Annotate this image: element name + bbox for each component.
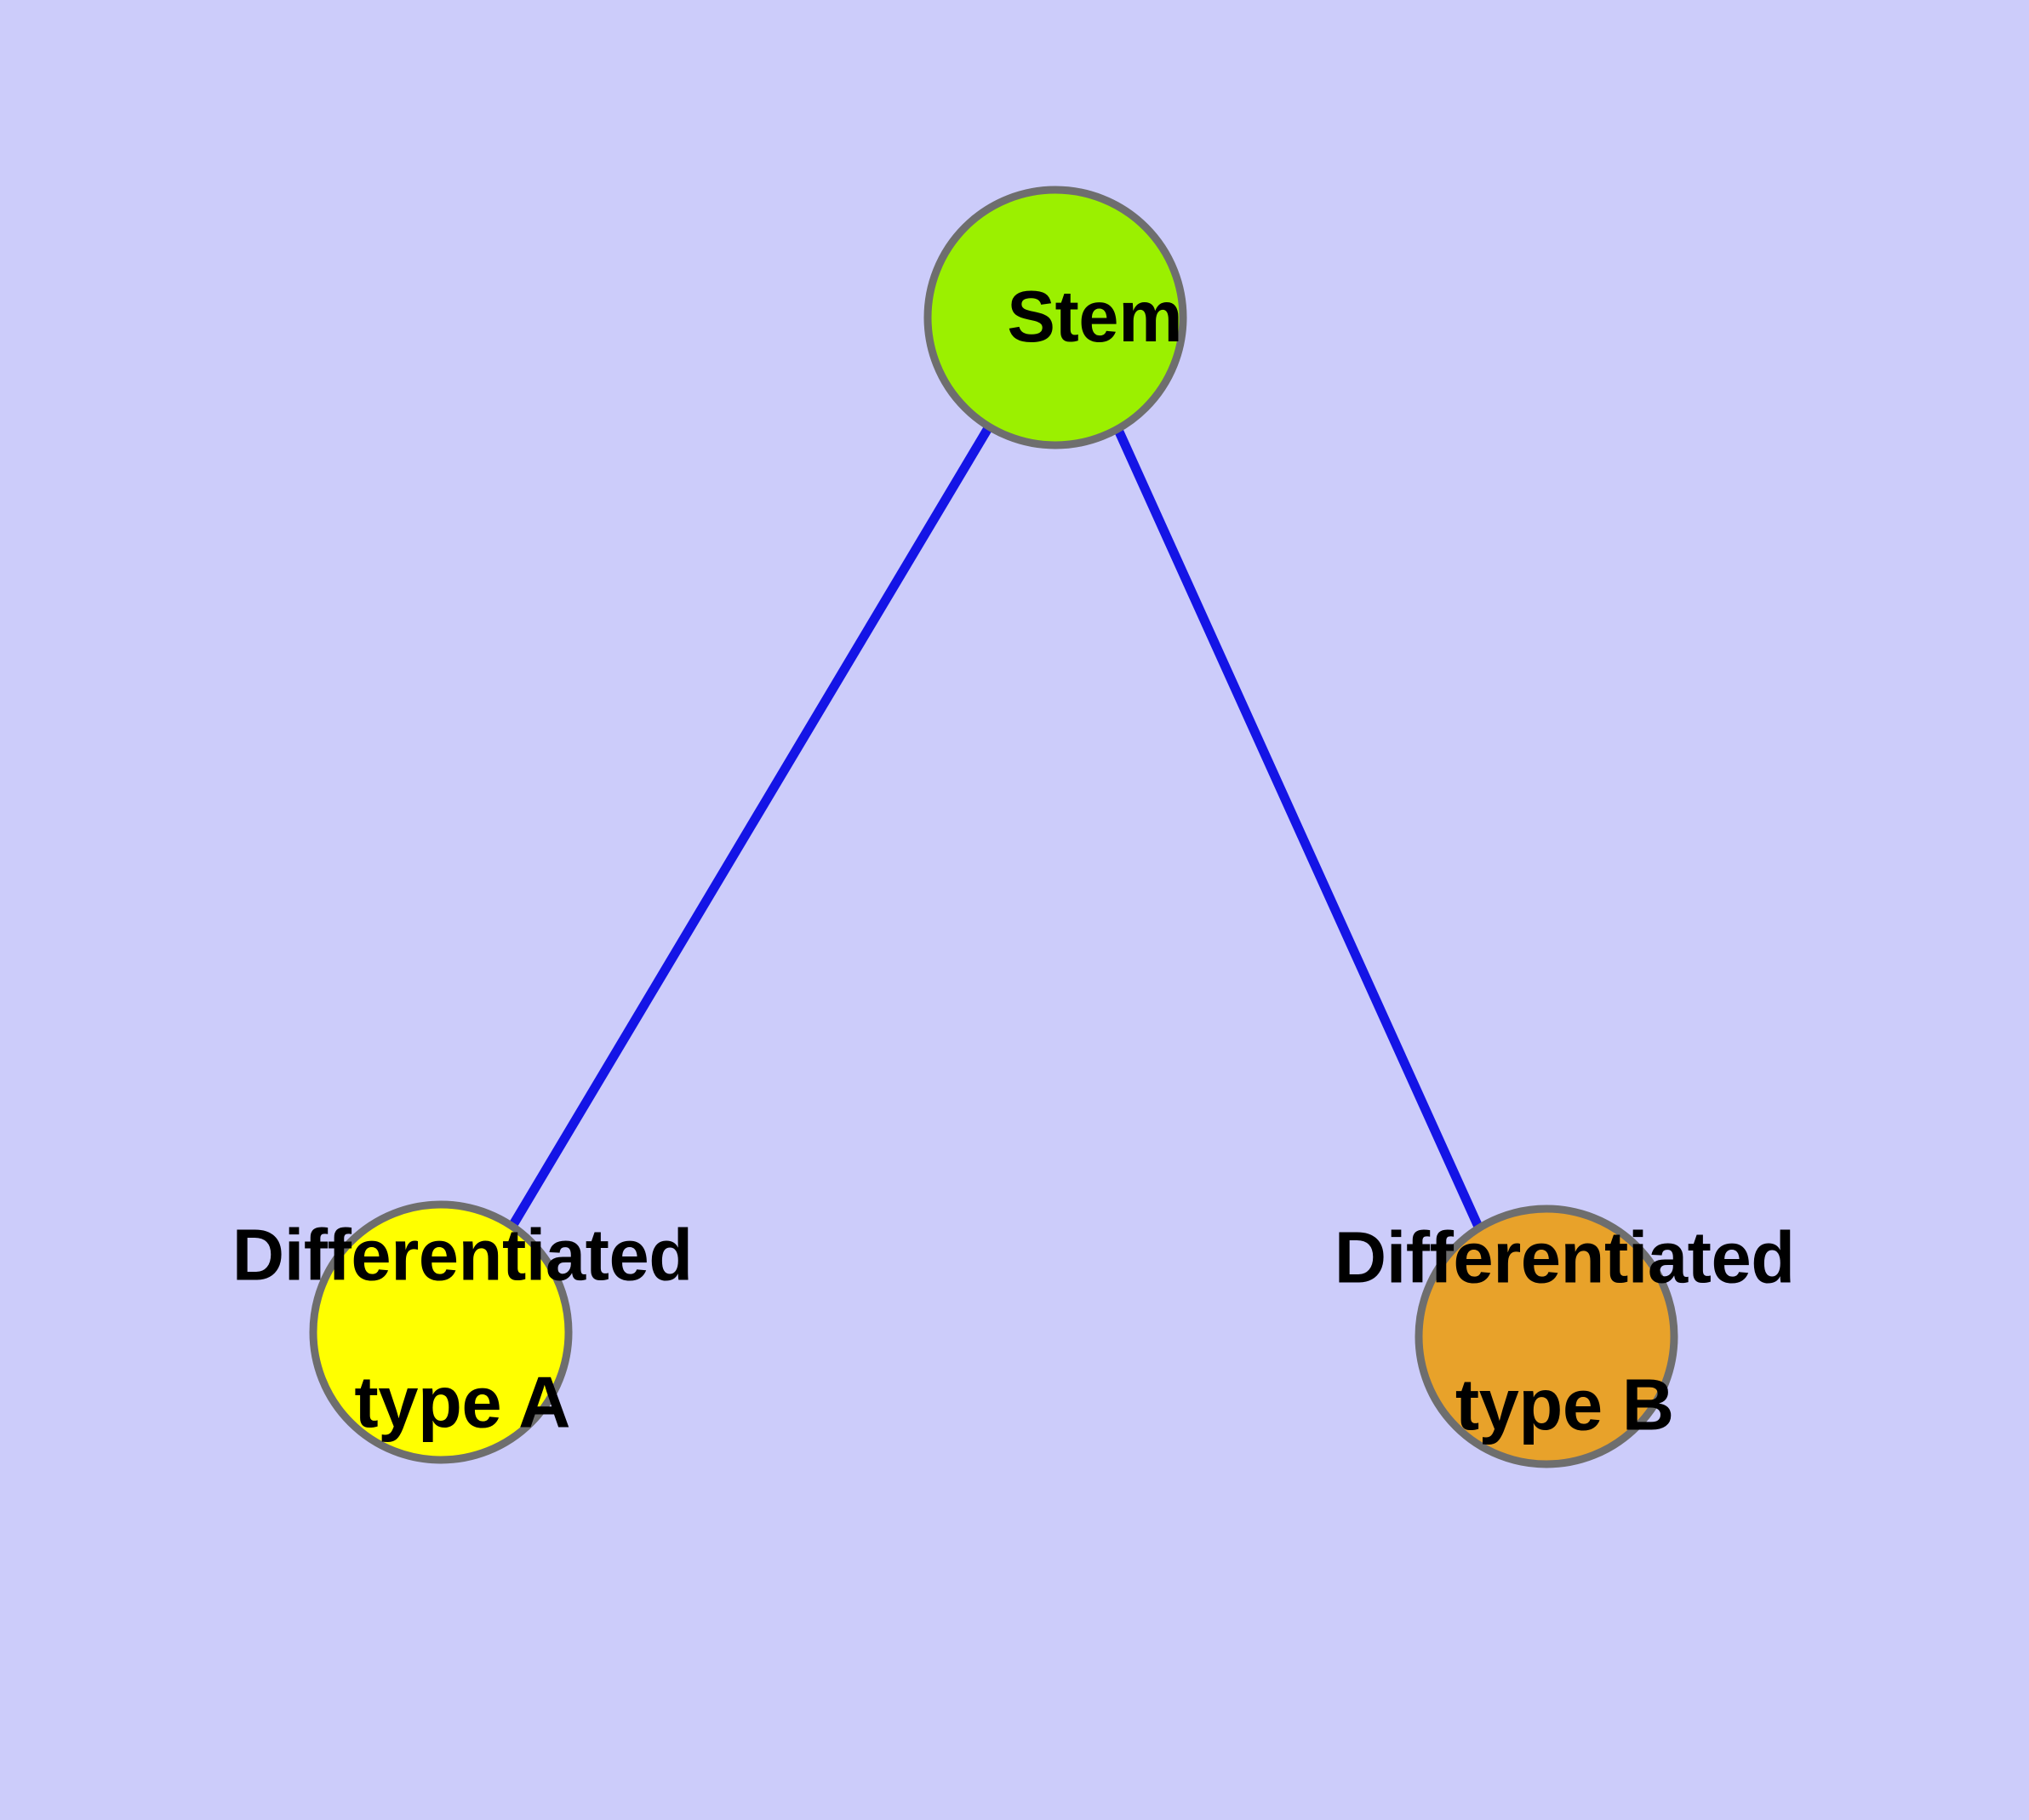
node-group <box>309 186 1678 1468</box>
node-circle-diff-b[interactable] <box>1415 1205 1678 1468</box>
edge-stem-to-diff-b[interactable] <box>1113 427 1483 1229</box>
node-circle-stem[interactable] <box>923 186 1187 449</box>
edge-stem-to-diff-a[interactable] <box>510 426 992 1226</box>
node-circle-diff-a[interactable] <box>309 1200 573 1464</box>
edge-group <box>510 426 1483 1229</box>
